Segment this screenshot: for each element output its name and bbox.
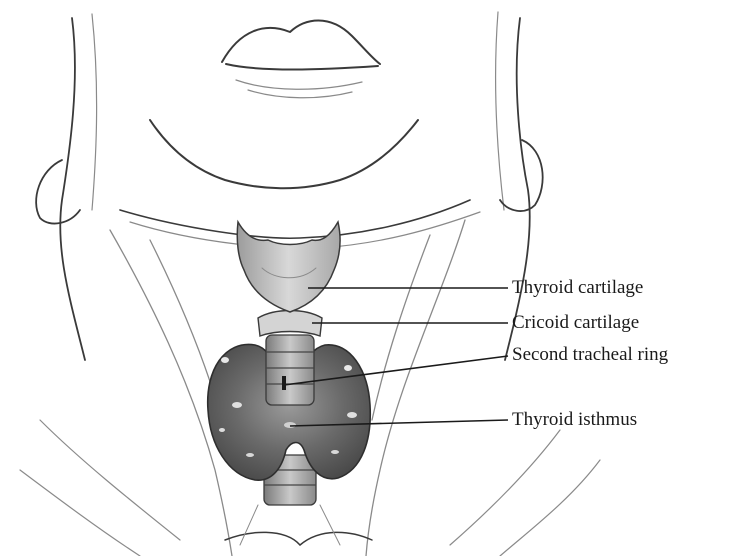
label-cricoid-cartilage: Cricoid cartilage bbox=[512, 313, 639, 332]
label-thyroid-cartilage: Thyroid cartilage bbox=[512, 278, 643, 297]
label-thyroid-isthmus: Thyroid isthmus bbox=[512, 410, 637, 429]
lower-lip-sketch bbox=[222, 21, 380, 98]
label-second-tracheal-ring: Second tracheal ring bbox=[512, 345, 668, 364]
jaw-line-sketch bbox=[120, 120, 480, 248]
trachea-upper bbox=[266, 335, 314, 405]
